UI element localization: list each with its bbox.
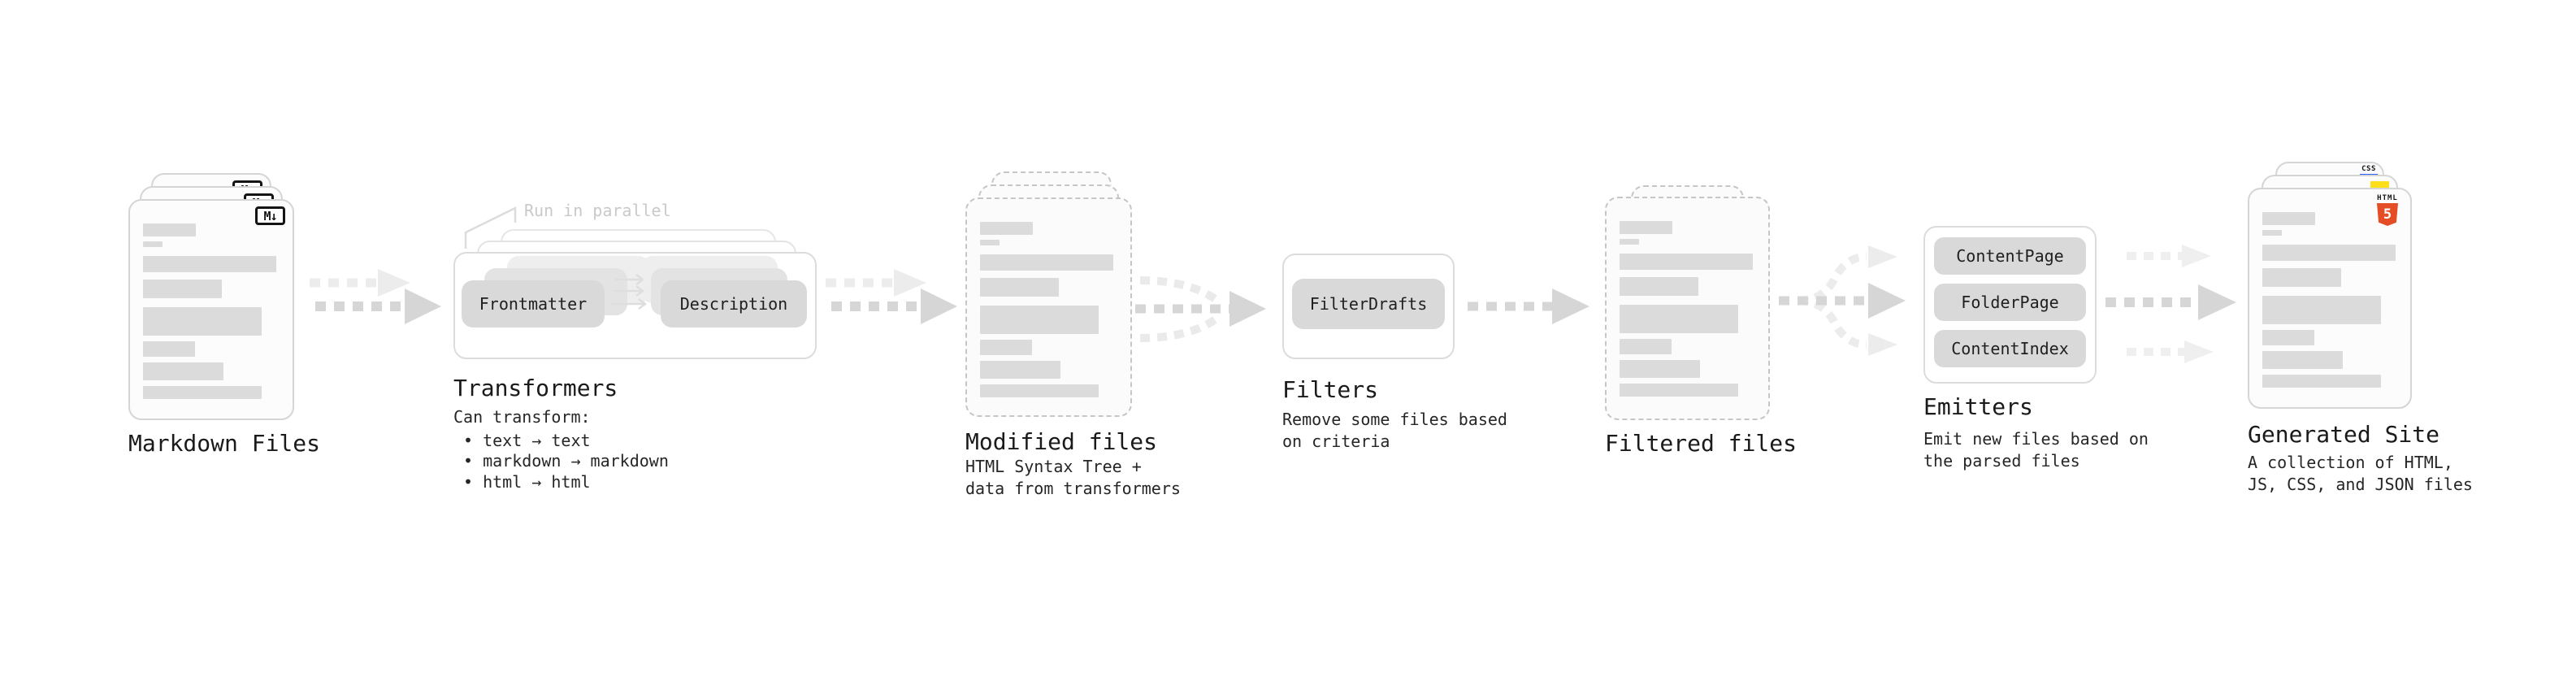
skeleton-text	[967, 199, 1130, 397]
modified-sub-line: data from transformers	[965, 479, 1181, 498]
generated-site-label: Generated Site	[2248, 421, 2440, 448]
merge-arrow-icon	[1135, 276, 1266, 342]
fanout-arrow-icon	[1779, 245, 1906, 356]
modified-files-description: HTML Syntax Tree + data from transformer…	[965, 456, 1181, 500]
modified-sub-line: HTML Syntax Tree +	[965, 457, 1142, 476]
triple-arrow-icon	[2105, 245, 2236, 363]
markdown-doc-front: M↓	[128, 199, 294, 420]
transform-bullet: • html → html	[463, 471, 591, 492]
generated-sub-line: JS, CSS, and JSON files	[2248, 475, 2473, 494]
dashed-arrow-icon	[1468, 288, 1589, 324]
transformers-description: Can transform: • text → text • markdown …	[453, 407, 669, 492]
emitters-description: Emit new files based on the parsed files	[1923, 428, 2149, 472]
skeleton-text	[130, 201, 293, 399]
modified-files-label: Modified files	[965, 428, 1158, 455]
html5-icon: HTML 5	[2374, 194, 2400, 226]
generated-site-description: A collection of HTML, JS, CSS, and JSON …	[2248, 452, 2473, 496]
emitters-sub-line: Emit new files based on	[1923, 429, 2149, 449]
markdown-files-label: Markdown Files	[128, 430, 321, 457]
generated-sub-line: A collection of HTML,	[2248, 453, 2453, 472]
filters-description: Remove some files based on criteria	[1282, 409, 1507, 453]
skeleton-text	[2249, 189, 2410, 388]
filtered-files-label: Filtered files	[1605, 430, 1798, 457]
contentindex-box: ContentIndex	[1934, 330, 2086, 367]
modified-doc-front	[965, 197, 1132, 417]
filters-heading: Filters	[1282, 376, 1379, 403]
run-in-parallel-note: Run in parallel	[524, 201, 671, 220]
contentpage-box: ContentPage	[1934, 237, 2086, 275]
transform-bullet: • markdown → markdown	[463, 451, 669, 471]
callout-leader-line	[464, 206, 517, 249]
generated-doc-html: HTML 5	[2248, 188, 2412, 409]
emitters-heading: Emitters	[1923, 393, 2033, 420]
frontmatter-box: Frontmatter	[462, 280, 605, 327]
dashed-arrow-icon	[310, 269, 441, 324]
transformers-heading: Transformers	[453, 375, 618, 401]
transform-bullet: • text → text	[463, 430, 591, 450]
skeleton-text	[1607, 198, 1768, 397]
parallel-flow-arrows-icon	[610, 274, 648, 310]
dashed-arrow-icon	[826, 269, 957, 324]
emitters-sub-line: the parsed files	[1923, 451, 2080, 471]
markdown-icon: M↓	[255, 206, 285, 225]
javascript-icon	[2370, 181, 2389, 189]
filterdrafts-box: FilterDrafts	[1292, 279, 1445, 329]
filters-sub-line: on criteria	[1282, 432, 1390, 451]
filters-sub-line: Remove some files based	[1282, 410, 1507, 429]
filtered-doc-front	[1605, 197, 1770, 420]
folderpage-box: FolderPage	[1934, 284, 2086, 321]
description-box: Description	[661, 280, 807, 327]
can-transform-intro: Can transform:	[453, 407, 591, 427]
